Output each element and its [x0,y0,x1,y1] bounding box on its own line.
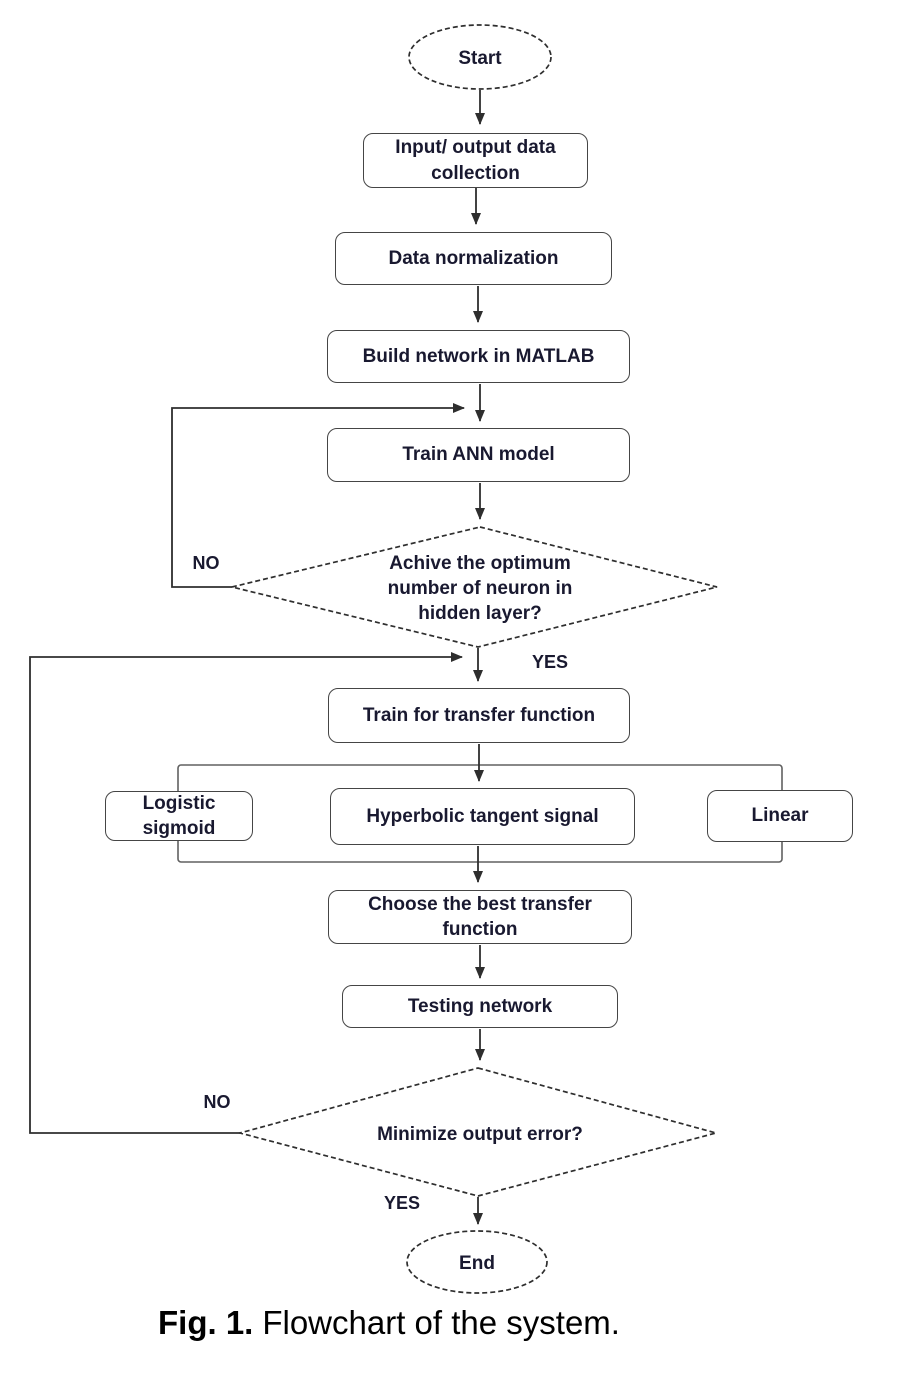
linear-node: Linear [707,790,853,842]
logistic-sigmoid-node: Logistic sigmoid [105,791,253,841]
no-loop-to-train-ann [171,403,465,588]
figure-caption-text: Flowchart of the system. [262,1304,620,1341]
train-transfer-function-label: Train for transfer function [362,704,596,726]
yes-label-optimum-decision: YES [531,652,569,672]
no-loop-to-train-transfer [29,652,463,1134]
build-network-label: Build network in MATLAB [362,345,595,367]
train-ann-label: Train ANN model [402,444,555,466]
hyperbolic-tangent-label: Hyperbolic tangent signal [366,805,599,827]
no-label-error-decision: NO [203,1092,231,1112]
minimize-error-decision-shape [236,1067,720,1197]
figure-caption: Fig. 1.Flowchart of the system. [158,1304,620,1342]
no-label-optimum-decision: NO [192,553,220,573]
testing-network-label: Testing network [407,995,553,1017]
linear-label: Linear [751,805,809,827]
yes-label-error-decision: YES [383,1193,421,1213]
data-normalization-label: Data normalization [388,247,559,269]
build-network-node: Build network in MATLAB [327,330,630,383]
testing-network-node: Testing network [342,985,618,1028]
data-normalization-node: Data normalization [335,232,612,285]
figure-caption-number: Fig. 1. [158,1304,254,1341]
choose-best-transfer-node: Choose the best transfer function [328,890,632,944]
logistic-sigmoid-label: Logistic sigmoid [142,792,216,839]
minimize-error-decision-label: Minimize output error? [377,1124,583,1145]
input-collection-node: Input/ output data collection [363,133,588,188]
start-label: Start [458,48,502,69]
hyperbolic-tangent-node: Hyperbolic tangent signal [330,788,635,845]
optimum-neuron-decision-shape [231,526,718,648]
start-terminator-shape [408,24,552,90]
end-label: End [459,1253,495,1274]
train-ann-node: Train ANN model [327,428,630,482]
input-collection-label: Input/ output data collection [395,137,556,184]
choose-best-transfer-label: Choose the best transfer function [368,893,592,940]
end-terminator-shape [406,1230,548,1294]
optimum-neuron-decision-label: Achive the optimum number of neuron in h… [387,553,573,625]
train-transfer-function-node: Train for transfer function [328,688,630,743]
